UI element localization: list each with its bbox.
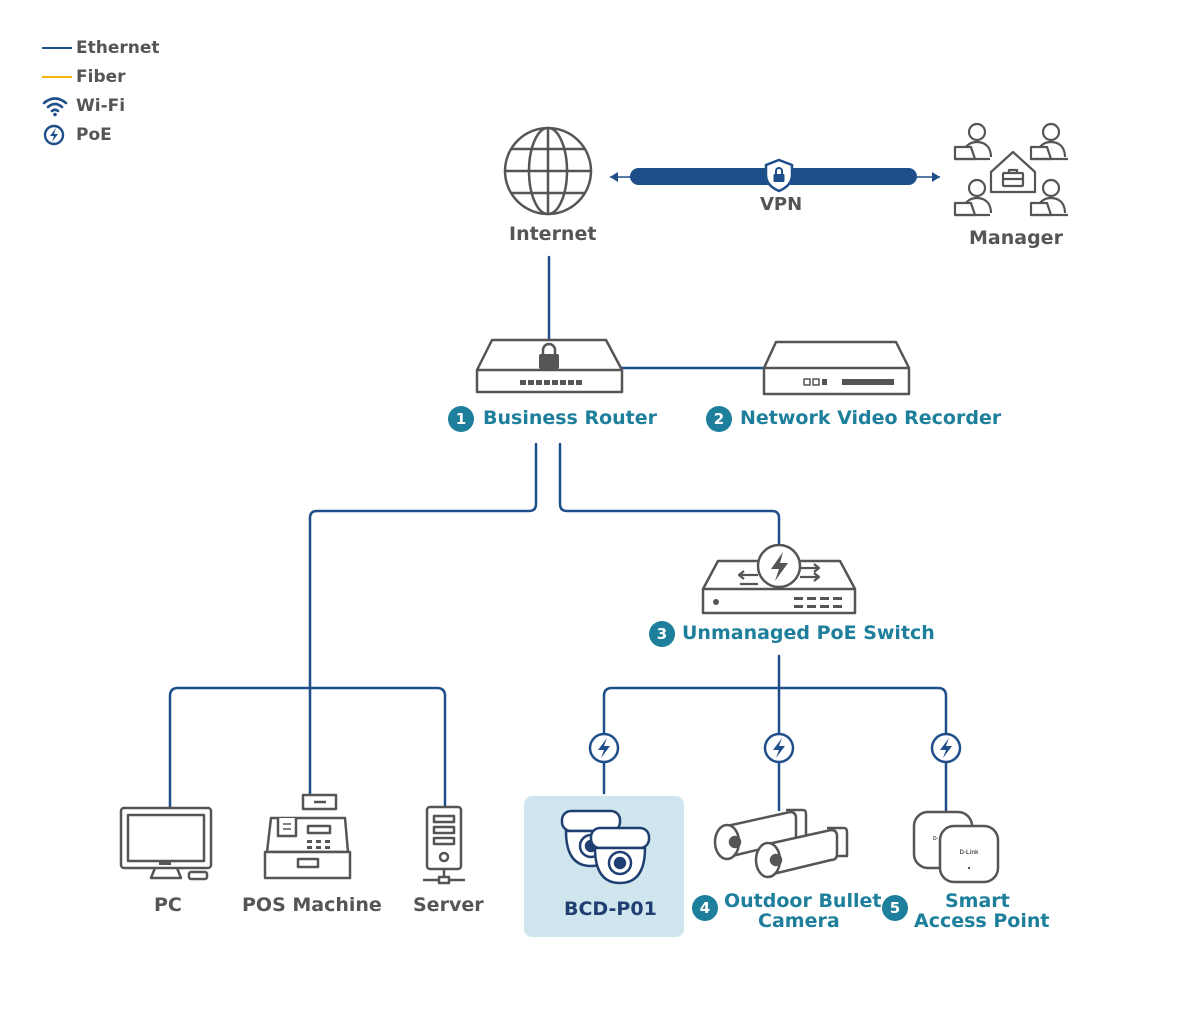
poe-badge-ap	[930, 732, 962, 764]
bullet-number-badge: 4	[692, 895, 718, 921]
wifi-icon	[42, 95, 72, 117]
poe-badge-bcd	[588, 732, 620, 764]
svg-text:D-: D-	[933, 836, 939, 842]
legend-wifi: Wi-Fi	[42, 95, 125, 117]
bcd-label: BCD-P01	[564, 898, 657, 920]
pc-icon	[119, 806, 213, 881]
legend-poe: PoE	[42, 124, 112, 146]
router-icon	[475, 338, 624, 394]
bullet-label-line1: Outdoor Bullet	[724, 890, 882, 912]
pos-machine-icon	[263, 793, 352, 880]
ap-logo-text: D-Link	[960, 850, 979, 856]
bullet-camera-icon	[713, 808, 849, 879]
ap-label-line2: Access Point	[914, 910, 1050, 932]
legend-ethernet: Ethernet	[42, 37, 160, 59]
switch-label: Unmanaged PoE Switch	[682, 622, 935, 644]
server-label: Server	[413, 894, 484, 916]
vpn-label: VPN	[760, 194, 803, 215]
legend-fiber: Fiber	[42, 66, 126, 88]
legend-poe-label: PoE	[76, 125, 112, 145]
nvr-label: Network Video Recorder	[740, 407, 1002, 429]
access-point-icon: D-Link D-	[912, 810, 1000, 884]
pos-label: POS Machine	[242, 894, 382, 916]
switch-number-badge: 3	[649, 621, 675, 647]
legend-wifi-label: Wi-Fi	[76, 96, 126, 116]
poe-badge-bullet	[763, 732, 795, 764]
manager-icon	[953, 122, 1068, 217]
dome-camera-icon	[560, 809, 651, 885]
router-label: Business Router	[483, 407, 658, 429]
bullet-label-line2: Camera	[758, 910, 840, 932]
ap-number-badge: 5	[882, 895, 908, 921]
legend-fiber-label: Fiber	[76, 67, 126, 87]
pc-label: PC	[154, 894, 182, 916]
link-router-switch	[558, 442, 781, 548]
server-icon	[423, 805, 465, 885]
nvr-icon	[762, 340, 911, 396]
poe-icon	[42, 124, 72, 146]
link-pc-server-bus	[168, 686, 447, 810]
router-number-badge: 1	[448, 406, 474, 432]
fiber-line-icon	[42, 66, 72, 88]
globe-icon	[503, 126, 593, 216]
link-router-left	[308, 442, 538, 797]
ap-label-line1: Smart	[945, 890, 1010, 912]
vpn-tunnel	[610, 158, 940, 193]
manager-label: Manager	[969, 227, 1063, 249]
link-camera-bus	[602, 686, 948, 814]
nvr-number-badge: 2	[706, 406, 732, 432]
internet-label: Internet	[509, 223, 597, 245]
legend-ethernet-label: Ethernet	[76, 38, 160, 58]
poe-switch-icon	[701, 543, 857, 615]
ethernet-line-icon	[42, 37, 72, 59]
